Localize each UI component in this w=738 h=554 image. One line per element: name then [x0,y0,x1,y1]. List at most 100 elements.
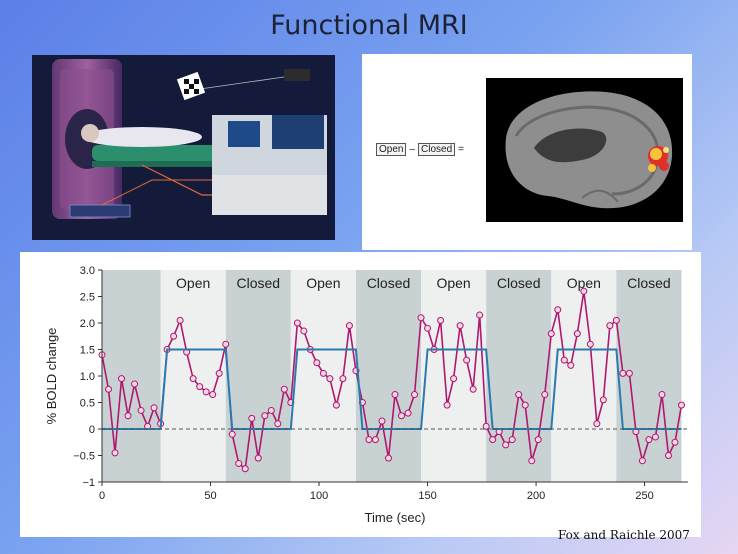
condition-label: Closed [497,275,541,291]
bold-signal-point [521,401,529,409]
bold-signal-point [580,287,588,295]
bold-signal-point [332,401,340,409]
citation: Fox and Raichle 2007 [558,528,690,542]
bold-signal-point [137,406,145,414]
contrast-equation: Open – Closed = [376,143,464,156]
bold-signal-point [476,311,484,319]
bold-signal-point [612,316,620,324]
mri-scanner-illustration [32,55,335,240]
scanner-svg [32,55,335,240]
bold-signal-point [443,401,451,409]
bold-signal-point [599,396,607,404]
bold-signal-point [606,322,614,330]
y-tick-label: 0 [89,424,95,436]
bold-signal-point [567,361,575,369]
bold-signal-point [170,332,178,340]
corpus-callosum [534,128,607,163]
bold-signal-point [671,438,679,446]
y-tick-label: 1.5 [80,345,95,357]
condition-label: Open [306,275,340,291]
condition-band [486,270,552,482]
bold-signal-point [248,414,256,422]
bold-signal-point [560,356,568,364]
y-tick-label: 1.0 [80,371,95,383]
bold-signal-point [118,375,126,383]
y-tick-label: 0.5 [80,398,95,410]
bold-signal-point [645,436,653,444]
bold-signal-point [111,449,119,457]
bold-signal-point [508,436,516,444]
x-axis-title: Time (sec) [365,510,426,525]
bold-signal-point [293,319,301,327]
bold-signal-point [196,383,204,391]
contrast-term-open: Open [376,143,407,156]
bold-signal-point [274,420,282,428]
bold-signal-point [619,369,627,377]
y-axis-title: % BOLD change [44,328,59,425]
bold-signal-point [573,330,581,338]
condition-label: Open [436,275,470,291]
x-tick-label: 50 [204,490,216,502]
bold-signal-point [638,457,646,465]
bold-signal-point [651,433,659,441]
bold-signal-point [150,404,158,412]
x-tick-label: 100 [310,490,328,502]
bold-signal-point [189,375,197,383]
x-tick-label: 0 [99,490,105,502]
bold-signal-point [261,412,269,420]
bold-signal-point [677,401,685,409]
bold-signal-point [378,417,386,425]
visual-cortex-activation [648,146,669,172]
bold-signal-point [404,409,412,417]
bold-signal-point [254,454,262,462]
bold-signal-point [267,406,275,414]
bold-signal-point [541,391,549,399]
bold-signal-point [417,314,425,322]
bold-signal-point [450,375,458,383]
contrast-figure: Open – Closed = [362,54,692,250]
y-tick-label: 2.5 [80,292,95,304]
brain-image [486,78,683,222]
contrast-equals: = [458,144,465,155]
slide-title: Functional MRI [270,10,468,41]
bold-signal-point [209,391,217,399]
bold-signal-point [228,430,236,438]
bold-signal-point [202,388,210,396]
y-tick-label: −1 [82,477,95,489]
bold-signal-point [345,322,353,330]
bold-signal-point [502,441,510,449]
bold-signal-point [489,436,497,444]
bold-signal-point [482,422,490,430]
contrast-minus: – [409,144,416,155]
bold-signal-point [547,330,555,338]
bold-signal-point [528,457,536,465]
stimulus-monitor [228,121,260,147]
bold-signal-point [463,356,471,364]
condition-band [225,270,291,482]
bold-signal-point [554,306,562,314]
bold-signal-point [280,385,288,393]
bold-signal-point [456,322,464,330]
bold-signal-point [339,375,347,383]
y-tick-label: 2.0 [80,318,95,330]
contrast-term-closed: Closed [418,143,456,156]
bold-signal-point [319,369,327,377]
condition-label: Open [176,275,210,291]
bold-signal-point [105,385,113,393]
bold-signal-point [398,412,406,420]
x-tick-label: 250 [635,490,653,502]
condition-band [551,270,617,482]
bold-signal-point [241,465,249,473]
bold-signal-point [384,454,392,462]
bold-signal-point [437,316,445,324]
bold-signal-point [215,369,223,377]
x-tick-label: 200 [527,490,545,502]
x-tick-label: 150 [418,490,436,502]
patient-table [92,145,242,161]
bold-signal-point [371,436,379,444]
condition-label: Closed [236,275,280,291]
bold-signal-point [534,436,542,444]
video-projector [284,69,310,81]
